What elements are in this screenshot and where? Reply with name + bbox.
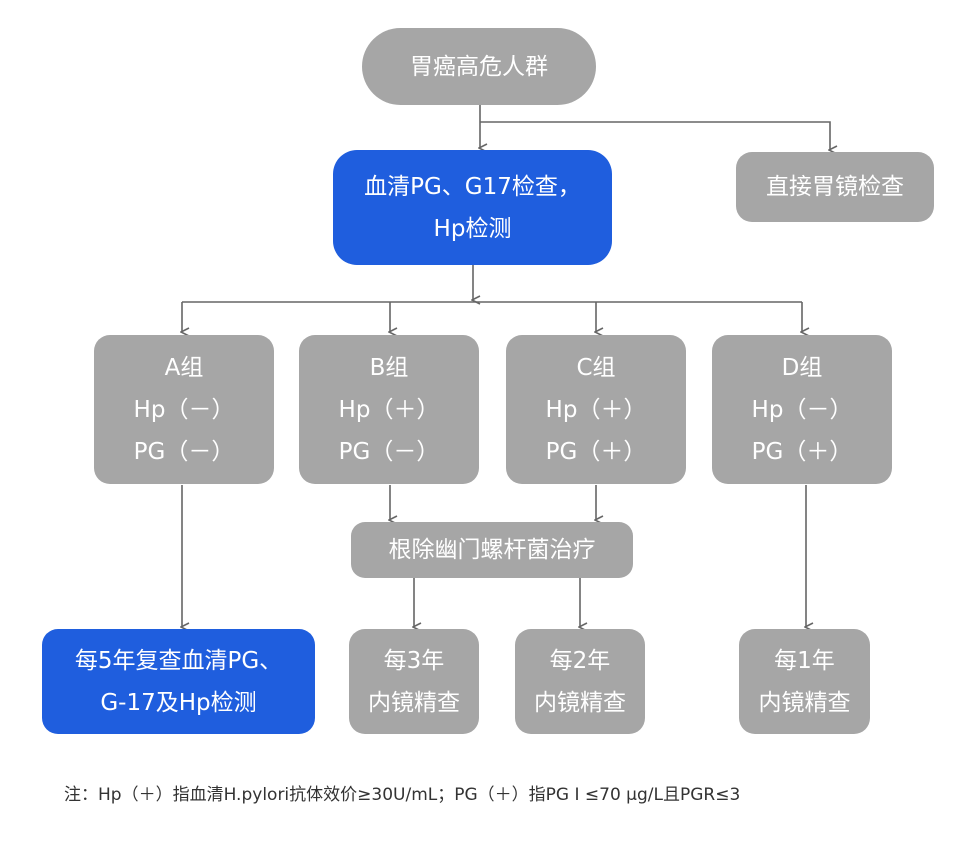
node-high-risk-group: 胃癌高危人群 — [362, 28, 596, 105]
node-every-3-years: 每3年 内镜精查 — [349, 629, 479, 734]
node-every-5-years: 每5年复查血清PG、 G-17及Hp检测 — [42, 629, 315, 734]
node-group-c: C组 Hp（＋） PG（＋） — [506, 335, 686, 484]
node-every-2-years: 每2年 内镜精查 — [515, 629, 645, 734]
node-group-b: B组 Hp（＋） PG（－） — [299, 335, 479, 484]
node-every-1-year-line2: 内镜精查 — [758, 689, 851, 716]
group-b-hp: Hp（＋） — [338, 396, 440, 423]
node-every-3-years-line2: 内镜精查 — [368, 689, 460, 716]
group-a-title: A组 — [164, 354, 204, 381]
group-a-hp: Hp（－） — [133, 396, 235, 423]
group-c-title: C组 — [576, 354, 616, 381]
node-every-2-years-line1: 每2年 — [549, 647, 611, 674]
node-every-5-years-line1: 每5年复查血清PG、 — [74, 647, 283, 674]
node-direct-gastroscopy-label: 直接胃镜检查 — [766, 174, 904, 200]
connector-root-direct — [480, 121, 830, 150]
node-high-risk-group-label: 胃癌高危人群 — [410, 53, 548, 80]
node-serum-test-line1: 血清PG、G17检查， — [364, 173, 581, 200]
group-b-pg: PG（－） — [338, 438, 440, 465]
node-every-1-year: 每1年 内镜精查 — [739, 629, 870, 734]
group-d-title: D组 — [781, 354, 823, 381]
group-c-pg: PG（＋） — [545, 438, 647, 465]
node-serum-test: 血清PG、G17检查， Hp检测 — [333, 150, 612, 265]
node-serum-test-line2: Hp检测 — [433, 215, 512, 242]
node-every-3-years-line1: 每3年 — [383, 647, 445, 674]
node-group-d: D组 Hp（－） PG（＋） — [712, 335, 892, 484]
node-group-a: A组 Hp（－） PG（－） — [94, 335, 274, 484]
group-c-hp: Hp（＋） — [545, 396, 647, 423]
group-d-pg: PG（＋） — [751, 438, 853, 465]
node-direct-gastroscopy: 直接胃镜检查 — [736, 152, 934, 222]
node-every-2-years-line2: 内镜精查 — [534, 689, 626, 716]
node-hp-eradication: 根除幽门螺杆菌治疗 — [351, 522, 633, 578]
group-b-title: B组 — [369, 354, 409, 381]
group-a-pg: PG（－） — [133, 438, 235, 465]
group-d-hp: Hp（－） — [751, 396, 853, 423]
node-every-1-year-line1: 每1年 — [774, 647, 835, 674]
node-every-5-years-line2: G-17及Hp检测 — [100, 689, 257, 716]
footnote: 注：Hp（＋）指血清H.pylori抗体效价≥30U/mL；PG（＋）指PG Ⅰ… — [64, 785, 741, 805]
node-hp-eradication-label: 根除幽门螺杆菌治疗 — [388, 537, 596, 563]
